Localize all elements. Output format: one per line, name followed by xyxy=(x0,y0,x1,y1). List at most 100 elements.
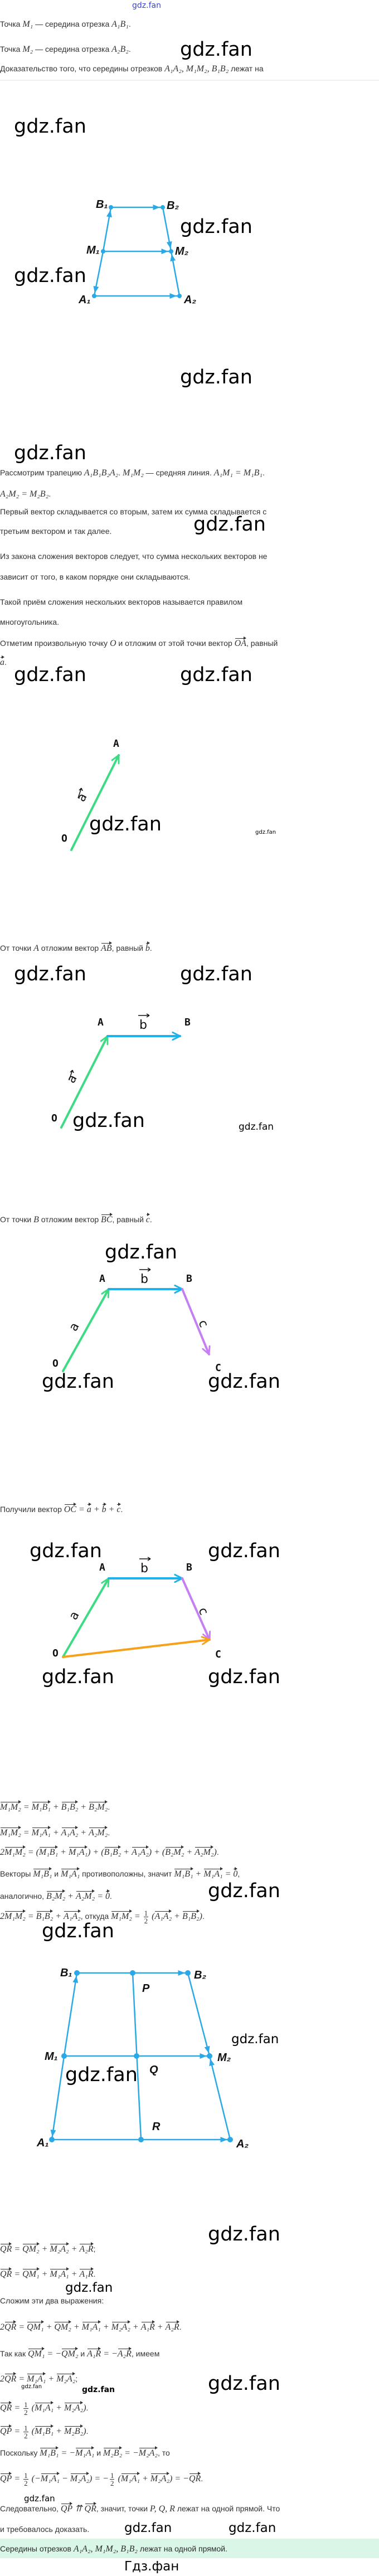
point-a1 xyxy=(49,2137,55,2142)
label-vector-c: c xyxy=(195,1318,211,1330)
vector-a xyxy=(70,755,120,851)
watermark: gdz.fan xyxy=(229,2521,276,2535)
formula-line: 2QR = QM₁ + QM₂ + M₁A₁ + M₂A₂ + A₁R + A₂… xyxy=(0,2320,182,2334)
label-a-point: A xyxy=(99,1273,105,1285)
watermark: gdz.fan xyxy=(193,513,266,536)
label-a1: A₁ xyxy=(36,2137,48,2149)
watermark-small: gdz.fan xyxy=(24,2494,55,2504)
vector-arrow-icon xyxy=(139,1267,151,1272)
vector-m1b1 xyxy=(102,207,112,252)
watermark-small: gdz.fan xyxy=(82,2385,115,2394)
text-line: Такой приём сложения нескольких векторов… xyxy=(0,597,243,606)
text-line: Первый вектор складывается со вторым, за… xyxy=(0,507,267,516)
watermark: gdz.fan xyxy=(231,2032,279,2047)
watermark-top: gdz.fan xyxy=(132,1,161,10)
label-o: O xyxy=(52,1358,59,1369)
point-m1 xyxy=(61,2053,67,2059)
trapezoid-diagram: B₁ B₂ M₁ M₂ A₁ A₂ xyxy=(78,198,196,306)
label-a2: A₂ xyxy=(183,294,196,306)
watermark: gdz.fan xyxy=(105,1241,177,1263)
watermark: gdz.fan xyxy=(65,2281,113,2295)
label-b-point: B xyxy=(186,1562,192,1573)
formula-line: QR = QM₂ + M₂A₂ + A₂R; xyxy=(0,2242,95,2256)
formula-line: 2M₁M₂ = (M₁B₁ + M₁A₁) + (B₁B₂ + A₁A₂) + … xyxy=(0,1845,219,1859)
point-a2 xyxy=(227,2137,233,2142)
watermark: gdz.fan xyxy=(208,1370,280,1393)
point-m2 xyxy=(207,2053,212,2059)
vector-c xyxy=(181,1577,210,1640)
label-vector-b: b xyxy=(140,1272,148,1286)
formula-line: QR = QM₁ + M₁A₁ + A₁R. xyxy=(0,2267,95,2281)
label-c-point: C xyxy=(215,1362,221,1374)
label-vector-c: c xyxy=(195,1606,211,1617)
label-c-point: C xyxy=(215,1649,221,1660)
text-line: зависит от того, в каком порядке они скл… xyxy=(0,572,191,581)
formula-line: Следовательно, QP ⇈ QR, значит, точки P,… xyxy=(0,2502,280,2515)
text-line: Из закона сложения векторов следует, что… xyxy=(0,552,268,561)
label-vector-a: a xyxy=(66,1609,82,1622)
intro-line: Доказательство того, что середины отрезк… xyxy=(0,64,264,74)
label-b2: B₂ xyxy=(194,1969,206,1981)
formula-line: Так как QM₁ = −QM₂ и A₁R = −A₂R, имеем xyxy=(0,2347,159,2360)
point-b2 xyxy=(185,1970,191,1976)
label-o: O xyxy=(51,1112,57,1124)
vector-a xyxy=(62,1289,110,1372)
text-line: a. xyxy=(0,655,7,669)
vector-a xyxy=(60,1036,109,1129)
label-vector-b: b xyxy=(139,1018,147,1032)
watermark: gdz.fan xyxy=(14,115,86,138)
label-b1: B₁ xyxy=(96,198,108,211)
point-a2 xyxy=(177,294,182,298)
formula-line: Векторы M₁B₁ и M₁A₁ противоположны, знач… xyxy=(0,1867,240,1880)
label-a-point: A xyxy=(113,738,119,750)
point-b1 xyxy=(109,205,113,210)
watermark-small: gdz.fan xyxy=(239,1121,274,1133)
label-p: P xyxy=(142,1982,150,1995)
watermark-small: gdz.fan xyxy=(255,829,276,835)
vector-a2m2 xyxy=(208,2055,231,2140)
text-line: A₂M₂ = M₂B₂. xyxy=(0,489,51,499)
watermark: gdz.fan xyxy=(180,664,252,686)
vector-m1b1 xyxy=(63,1972,79,2057)
intro-line: Точка M₂ — середина отрезка A₂B₂. xyxy=(0,45,131,54)
label-o: O xyxy=(52,1647,59,1659)
watermark: gdz.fan xyxy=(208,2373,280,2395)
watermark: gdz.fan xyxy=(14,442,86,464)
vector-a2m2 xyxy=(170,251,181,297)
watermark: gdz.fan xyxy=(208,2223,280,2246)
watermark: gdz.fan xyxy=(42,1920,114,1942)
label-b-point: B xyxy=(184,1017,191,1028)
intro-line: Точка M₁ — середина отрезка A₁B₁. xyxy=(0,20,131,29)
label-m1: M₁ xyxy=(86,244,100,256)
vector-b2m2 xyxy=(162,207,172,252)
watermark: gdz.fan xyxy=(208,1666,280,1688)
divider xyxy=(0,80,379,81)
watermark: gdz.fan xyxy=(65,2064,138,2086)
point-p xyxy=(130,1970,135,1976)
watermark-small: gdz.fan xyxy=(21,2384,42,2390)
vector-a xyxy=(62,1578,110,1658)
label-m1: M₁ xyxy=(45,2050,58,2063)
text-line: Получили вектор OC = a + b + c. xyxy=(0,1503,123,1516)
footer-watermark: Гдз.фан xyxy=(124,2559,179,2574)
point-b2 xyxy=(161,205,165,210)
formula-line: M₁M₂ = M₁B₁ + B₁B₂ + B₂M₂. xyxy=(0,1800,110,1814)
point-a1 xyxy=(92,294,96,298)
vector-sum-diagram: A B O C b a c xyxy=(52,1557,221,1660)
label-a-point: A xyxy=(98,1017,104,1028)
watermark: gdz.fan xyxy=(14,664,86,686)
vector-m1a1 xyxy=(93,251,104,297)
watermark: gdz.fan xyxy=(180,216,252,238)
watermark: gdz.fan xyxy=(124,2521,172,2535)
vector-b2m2 xyxy=(187,1972,211,2057)
vector-arrow-icon xyxy=(139,1557,151,1561)
label-a-point: A xyxy=(99,1562,105,1573)
answer-box xyxy=(0,2539,379,2558)
vector-m1a1 xyxy=(50,2055,65,2140)
label-q: Q xyxy=(149,2064,158,2076)
formula-line: 2QR = M₁A₁ + M₂A₂; xyxy=(0,2372,77,2385)
formula-line: M₁M₂ = M₁A₁ + A₁A₂ + A₂M₂. xyxy=(0,1826,110,1839)
